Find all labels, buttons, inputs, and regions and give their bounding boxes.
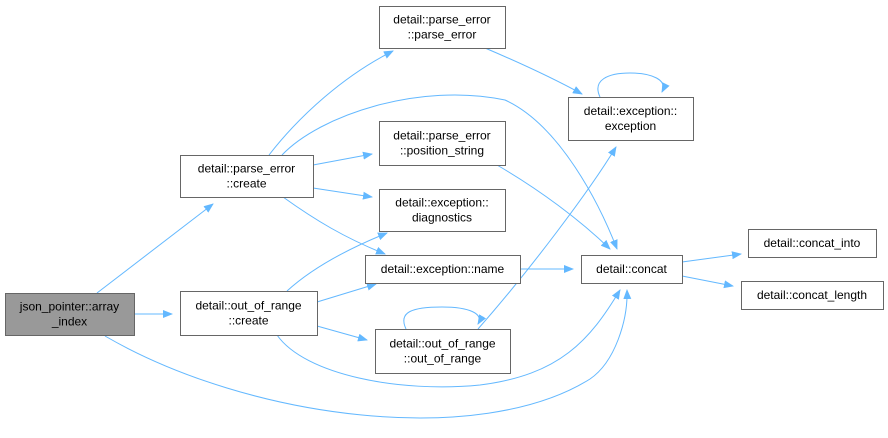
node-label: exception [605,119,656,133]
edge-pe-create-to-pe-pos [312,151,373,166]
node-box [748,229,877,258]
edge-pe-create-to-ex-diag [312,187,373,200]
node-label: detail::parse_error [393,129,490,143]
edge-pe-ctor-to-ex-ctor [484,47,583,95]
node-concat-length[interactable]: detail::concat_length [741,281,884,310]
node-label: detail::concat_into [764,236,861,250]
edge-oor-create-to-ex-diag [286,232,388,292]
node-box [581,255,683,284]
edge-concat-to-concat-into [681,251,742,263]
node-box [375,329,511,374]
node-label: ::create [228,314,268,328]
node-pe-ctor[interactable]: detail::parse_error::parse_error [379,6,506,49]
node-label: ::out_of_range [404,352,482,366]
node-label: ::parse_error [408,28,477,42]
node-box [379,6,506,49]
node-ex-name[interactable]: detail::exception::name [365,255,521,284]
edge-oor-ctor-to-oor-ctor [403,306,487,330]
node-label: detail::out_of_range [389,337,495,351]
node-root[interactable]: json_pointer::array_index [5,293,135,336]
node-pe-pos[interactable]: detail::parse_error::position_string [379,121,506,166]
node-label: json_pointer::array [19,300,119,314]
edge-oor-create-to-ex-name [316,282,377,303]
edge-pe-create-to-concat [281,94,618,250]
edge-pe-pos-to-concat [496,164,611,250]
node-label: detail::exception:: [395,196,488,210]
node-ex-diag[interactable]: detail::exception::diagnostics [379,189,506,232]
edge-pe-create-to-ex-name [282,196,386,255]
edge-oor-create-to-concat [276,289,621,388]
edge-ex-ctor-to-ex-ctor [597,72,670,98]
node-label: ::create [226,177,266,191]
node-oor-ctor[interactable]: detail::out_of_range::out_of_range [375,329,511,374]
node-box [379,121,506,166]
nodes-layer: json_pointer::array_index detail::parse_e… [5,6,884,374]
node-label: ::position_string [400,144,484,158]
node-concat[interactable]: detail::concat [581,255,683,284]
node-label: detail::concat_length [757,288,867,302]
node-label: detail::concat [596,262,667,276]
node-pe-create[interactable]: detail::parse_error::create [180,155,314,198]
edges-layer [96,47,742,419]
node-label: detail::exception:: [584,104,677,118]
node-box [568,97,694,141]
node-label: detail::parse_error [198,162,295,176]
node-label: detail::exception::name [381,262,505,276]
edge-root-to-pe-create [96,203,214,294]
node-concat-into[interactable]: detail::concat_into [748,229,877,258]
node-ex-ctor[interactable]: detail::exception::exception [568,97,694,141]
edge-concat-to-concat-length [681,275,734,289]
node-box [741,281,884,310]
node-box [5,293,135,336]
node-label: detail::parse_error [393,13,490,27]
node-box [180,155,314,198]
node-box [365,255,521,284]
edge-oor-ctor-to-ex-ctor [477,146,617,330]
node-box [180,291,318,336]
edge-pe-create-to-pe-ctor [268,50,394,156]
edge-root-to-concat [104,289,632,419]
node-label: detail::out_of_range [195,299,301,313]
edge-oor-create-to-oor-ctor [316,325,368,342]
node-oor-create[interactable]: detail::out_of_range::create [180,291,318,336]
node-box [379,189,506,232]
node-label: _index [51,315,87,329]
node-label: diagnostics [412,211,472,225]
